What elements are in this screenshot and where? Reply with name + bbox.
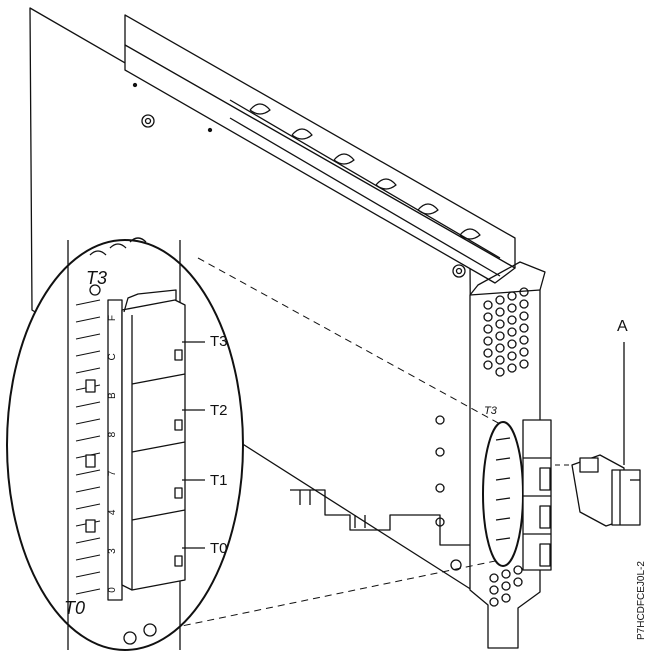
card-port-slots [495, 437, 511, 541]
heatsink-fins [229, 99, 501, 277]
connector-number: F [107, 315, 118, 321]
bracket-vent-holes [483, 287, 529, 607]
callout-a: A [617, 318, 628, 335]
connector-number: B [107, 392, 118, 399]
projection-line-top [197, 257, 501, 425]
screw-2 [452, 264, 466, 278]
port-label-t1: T1 [210, 472, 228, 489]
port-cage [121, 299, 186, 591]
port-label-t3: T3 [210, 333, 228, 350]
port-label-t0: T0 [210, 540, 228, 557]
cable-plug-a [571, 454, 641, 527]
connector-number: 0 [107, 587, 118, 593]
face-screw-5 [450, 559, 462, 571]
connector-number: 8 [107, 431, 118, 437]
connector-number: 7 [107, 470, 118, 476]
detail-label-top: T3 [86, 268, 107, 288]
magnified-bracket-detail [67, 237, 186, 650]
connector-number: C [107, 353, 118, 360]
pcie-edge-connector [290, 489, 470, 546]
external-ports [522, 419, 552, 571]
card-label-small: T3 [484, 405, 498, 417]
figure-id: P7HCDFCEJ0L-2 [636, 561, 647, 640]
face-screw-3 [435, 483, 445, 493]
face-screw-1 [435, 415, 445, 425]
detail-label-bottom: T0 [64, 598, 85, 618]
face-screw-4 [435, 517, 445, 527]
connector-number: 3 [107, 548, 118, 554]
screw-1 [141, 114, 155, 128]
projection-line-bottom [171, 559, 501, 629]
connector-number-strip [107, 299, 123, 601]
pcie-pins [299, 490, 366, 528]
connector-number: 4 [107, 509, 118, 515]
port-label-t2: T2 [210, 402, 228, 419]
face-screw-2 [435, 447, 445, 457]
connector-numbers: F C B 8 7 4 3 0 [107, 315, 118, 593]
